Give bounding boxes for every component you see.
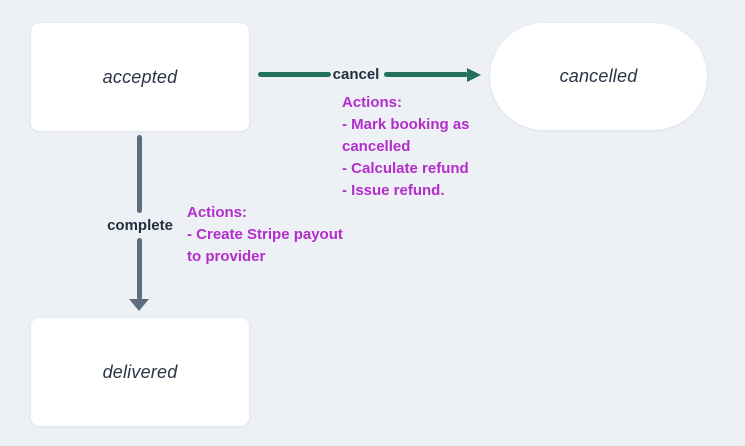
complete-arrowhead-icon xyxy=(129,299,149,311)
state-node-accepted: accepted xyxy=(31,23,249,131)
cancel-arrowhead-icon xyxy=(467,68,481,82)
state-label-delivered: delivered xyxy=(102,361,178,382)
complete-edge-label: complete xyxy=(107,217,173,234)
cancel-actions-note: Actions: - Mark booking as cancelled - C… xyxy=(342,94,470,199)
cancel-edge-line-right xyxy=(384,72,468,77)
complete-edge-line-bottom xyxy=(137,238,142,300)
state-label-accepted: accepted xyxy=(102,66,178,87)
complete-actions-note: Actions: - Create Stripe payout to provi… xyxy=(187,204,343,265)
state-node-delivered: delivered xyxy=(31,318,249,426)
state-label-cancelled: cancelled xyxy=(559,66,638,86)
state-node-cancelled: cancelled xyxy=(490,23,707,130)
cancel-edge-line-left xyxy=(258,72,331,77)
complete-edge-line-top xyxy=(137,135,142,213)
cancel-edge-label: cancel xyxy=(332,66,380,83)
